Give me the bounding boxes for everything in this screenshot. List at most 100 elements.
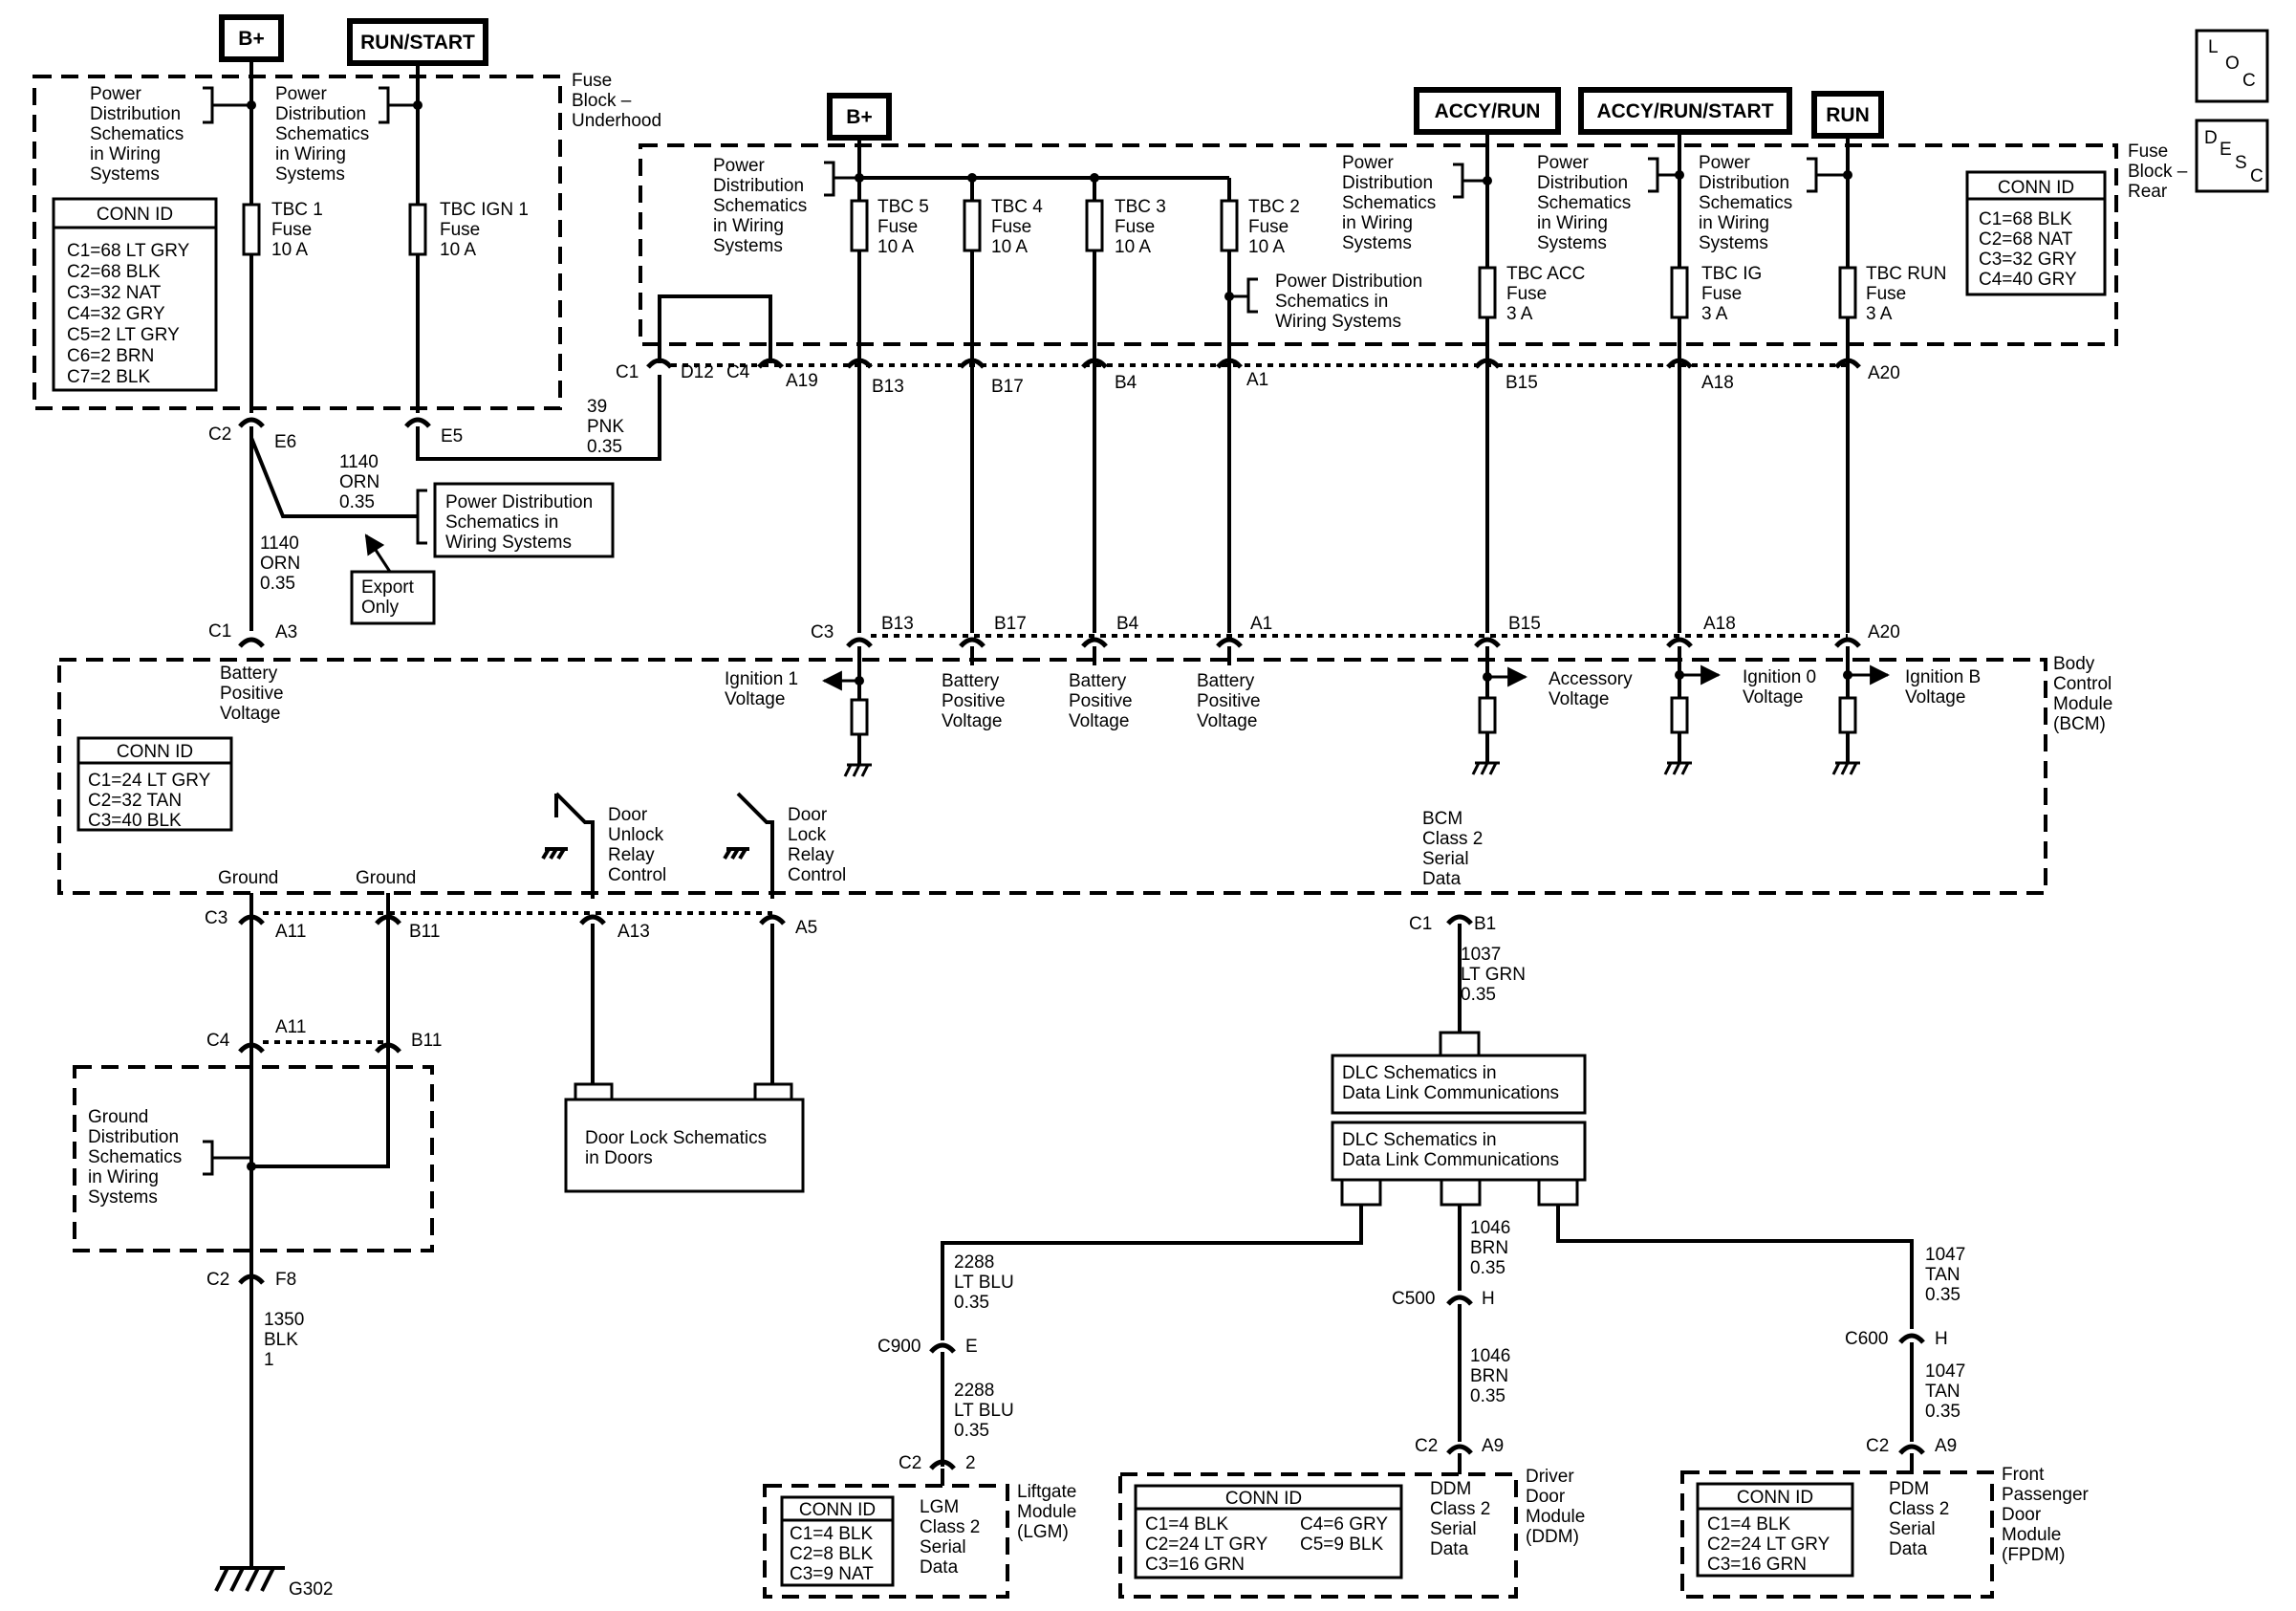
fuse-block-rear-label: Fuse Block – Rear [2128,142,2193,202]
svg-text:C1: C1 [208,621,231,642]
power-source-run-start: RUN/START [347,18,488,66]
wire-1047-upper-label: 1047 TAN 0.35 [1925,1245,1971,1305]
fuse-tbc4 [963,199,982,252]
svg-text:B11: B11 [409,922,440,942]
svg-text:C900: C900 [877,1337,921,1357]
loc-icon[interactable]: L O C [2195,29,2269,103]
pds-note-rear-bplus: Power Distribution Schematics in Wiring … [713,156,812,256]
fuse-tbc-ign1-label: TBC IGN 1 Fuse 10 A [440,200,533,260]
fuse-tbc5-label: TBC 5 Fuse 10 A [877,197,934,257]
connector-a13 [579,914,606,925]
lgm-name: Liftgate Module (LGM) [1017,1482,1082,1542]
fuse-tbc1-label: TBC 1 Fuse 10 A [271,200,328,260]
wire-1046-lower-label: 1046 BRN 0.35 [1470,1346,1516,1406]
connector-e5 [404,417,431,428]
svg-text:CONN ID: CONN ID [117,742,193,762]
wire-2288-upper-label: 2288 LT BLU 0.35 [954,1252,1019,1313]
svg-text:A1: A1 [1246,370,1268,390]
power-source-bplus-left: B+ [219,14,284,62]
svg-text:B17: B17 [994,614,1027,634]
svg-text:B11: B11 [411,1031,442,1051]
connector-c4-a11 [238,1042,265,1054]
svg-text:D12: D12 [681,362,714,382]
svg-text:C4: C4 [206,1031,230,1051]
fuse-tbc-acc [1478,266,1497,319]
svg-text:Export Only: Export Only [361,577,419,618]
svg-text:A18: A18 [1701,373,1734,393]
door-lock-schematics-box[interactable]: Door Lock Schematics in Doors [564,1098,805,1193]
lgm-inner-label: LGM Class 2 Serial Data [920,1497,986,1578]
conn-id-ddm: CONN ID C1=4 BLK C2=24 LT GRY C3=16 GRN … [1134,1484,1403,1579]
pds-note-accy-start: Power Distribution Schematics in Wiring … [1537,153,1635,253]
svg-text:ACCY/RUN: ACCY/RUN [1435,100,1541,122]
svg-text:H: H [1482,1289,1495,1309]
svg-text:F8: F8 [275,1270,296,1290]
connector-c2-2 [929,1459,956,1470]
svg-text:S: S [2235,153,2247,173]
svg-text:B4: B4 [1115,373,1137,393]
connector-c3-b13 [846,637,873,648]
ground-dist-outline [73,1065,434,1252]
conn-id-rear: CONN ID C1=68 BLK C2=68 NAT C3=32 GRY C4… [1965,170,2107,296]
power-source-accy-run: ACCY/RUN [1414,87,1561,135]
svg-text:DLC Schematics in Data L: DLC Schematics in Data Link Communicatio… [1342,1130,1559,1170]
connector-b11-lower [375,1042,401,1054]
ddm-name: Driver Door Module (DDM) [1526,1467,1591,1547]
dlc-box-1[interactable]: DLC Schematics in Data Link Communicatio… [1331,1054,1587,1115]
svg-text:C600: C600 [1845,1329,1888,1349]
conn-id-lgm: CONN ID C1=4 BLK C2=8 BLK C3=9 NAT [780,1495,895,1587]
connector-c1-b1 [1446,914,1473,925]
svg-text:C2: C2 [899,1453,921,1473]
svg-text:A18: A18 [1703,614,1736,634]
connector-c1-d12 [646,358,673,369]
dlc-box-2[interactable]: DLC Schematics in Data Link Communicatio… [1331,1121,1587,1182]
bcm-outline [57,658,2047,895]
connector-c2-a9-ddm [1446,1444,1473,1455]
fpdm-outline [1680,1470,1994,1599]
export-only-box: Export Only [350,570,436,625]
fuse-tbc2-label: TBC 2 Fuse 10 A [1248,197,1305,257]
fuse-block-underhood-label: Fuse Block – Underhood [572,71,661,131]
svg-text:CONN ID: CONN ID [97,205,173,225]
desc-icon[interactable]: D E S C [2195,119,2269,193]
svg-text:A20: A20 [1868,622,1900,642]
ground-dist-note: Ground Distribution Schematics in Wiring… [88,1107,186,1208]
svg-text:A11: A11 [275,922,306,942]
bcm-door-lock-label: Door Lock Relay Control [788,805,846,885]
conn-id-underhood: CONN ID C1=68 LT GRY C2=68 BLK C3=32 NAT… [52,197,218,392]
svg-text:A20: A20 [1868,363,1900,383]
fuse-tbc2 [1220,199,1239,252]
svg-text:A9: A9 [1935,1436,1957,1456]
pds-box-export[interactable]: Power Distribution Schematics in Wiring … [433,482,615,558]
svg-text:B15: B15 [1505,373,1538,393]
bplus-left-label: B+ [238,28,264,50]
svg-text:CONN ID: CONN ID [1225,1489,1302,1509]
power-source-run: RUN [1811,91,1884,139]
wire-1047-lower-label: 1047 TAN 0.35 [1925,1361,1971,1422]
connector-a5 [759,914,786,925]
svg-text:C2: C2 [208,425,231,445]
svg-text:2: 2 [965,1453,976,1473]
bcm-batt-b17: Battery Positive Voltage [942,671,1010,731]
svg-text:A13: A13 [617,922,650,942]
pds-note-underhood-1: Power Distribution Schematics in Wiring … [90,84,188,185]
fuse-tbc-ig-label: TBC IG Fuse 3 A [1701,264,1767,324]
connector-c500-h [1446,1295,1473,1306]
bcm-ignition0-label: Ignition 0 Voltage [1743,667,1821,708]
svg-text:C2: C2 [206,1270,229,1290]
connector-c1-a3 [238,637,265,648]
connector-c900-e [929,1342,956,1354]
bcm-ground1: Ground [218,868,278,888]
svg-text:C3: C3 [205,908,227,928]
bcm-batt-b4: Battery Positive Voltage [1069,671,1137,731]
svg-text:B+: B+ [846,106,872,128]
bcm-accessory-label: Accessory Voltage [1549,669,1637,709]
pds-note-accy: Power Distribution Schematics in Wiring … [1342,153,1440,253]
bcm-ignition1-label: Ignition 1 Voltage [725,669,803,709]
svg-text:B17: B17 [991,377,1024,397]
fuse-tbc4-label: TBC 4 Fuse 10 A [991,197,1048,257]
svg-text:RUN: RUN [1826,104,1870,126]
svg-text:A1: A1 [1250,614,1272,634]
svg-text:C1=4 BLK C2=24 LT GRY: C1=4 BLK C2=24 LT GRY C3=16 GRN [1145,1514,1272,1575]
svg-text:C1: C1 [1409,914,1432,934]
